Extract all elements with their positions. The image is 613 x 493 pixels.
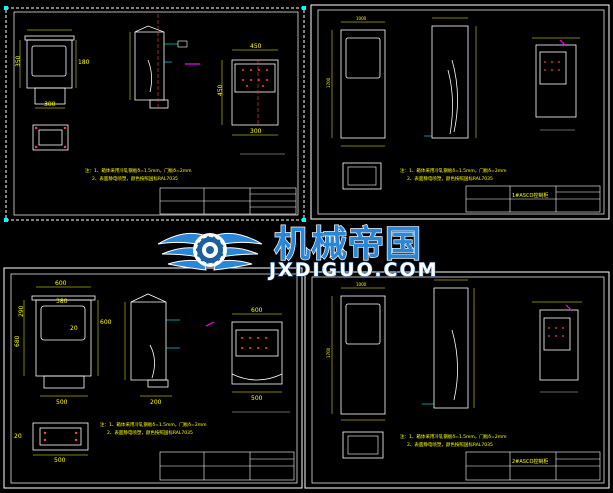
note-text: 注：1、箱体采用冷轧钢板δ=1.5mm，门板δ=2mm — [400, 167, 506, 174]
note-text: 2、表面静电喷塑，颜色按照国标RAL7035 — [407, 441, 493, 448]
front-view-box — [24, 35, 75, 105]
note-text: 2、表面静电喷塑，颜色按照国标RAL7035 — [92, 175, 178, 182]
dim-label: 1700 — [326, 347, 331, 358]
plan-view-box — [342, 162, 382, 190]
plan-view-box — [347, 435, 379, 455]
title-block — [159, 187, 297, 215]
dim-label: 500 — [56, 399, 68, 406]
dim-label: 180 — [78, 59, 90, 66]
panel-view-box — [231, 59, 279, 126]
watermark: 机械帝国 JXDIGUO.COM — [157, 223, 439, 282]
dim-label: 300 — [250, 128, 262, 135]
panel-view-box — [231, 321, 283, 385]
panel-view-box — [539, 309, 579, 381]
dim-label: 450 — [250, 43, 262, 50]
inner-border — [13, 11, 299, 216]
grip-handle[interactable] — [302, 6, 306, 10]
plan-view-box — [32, 422, 89, 451]
watermark-subtitle: JXDIGUO.COM — [267, 259, 439, 281]
dim-label: 1700 — [326, 77, 331, 88]
dim-label: 300 — [44, 101, 56, 108]
gear-wings-logo-icon — [157, 232, 263, 271]
component-marks — [544, 61, 560, 71]
title-block — [465, 185, 601, 213]
plan-view-box — [32, 124, 69, 151]
grip-handle[interactable] — [4, 6, 8, 10]
note-text: 注：1、箱体采用冷轧钢板δ=1.5mm，门板δ=2mm — [400, 433, 506, 440]
side-view-box — [134, 25, 169, 109]
note-text: 2、表面静电喷塑，颜色按照国标RAL7035 — [407, 175, 493, 182]
dim-label: 200 — [150, 399, 162, 406]
component-marks — [548, 327, 564, 337]
title-block-name: 1#ASCO控制柜 — [512, 192, 548, 199]
front-view-box — [31, 295, 96, 389]
dim-label: 350 — [15, 55, 22, 67]
sheet-bottom-left[interactable]: 600 380 290 20 680 600 500 500 20 200 — [3, 267, 303, 489]
sheet-frame — [310, 4, 610, 220]
dim-label: 1000 — [356, 282, 367, 287]
dim-label: 1000 — [356, 16, 367, 21]
title-block-name: 2#ASCO控制柜 — [512, 458, 548, 465]
inner-border — [317, 9, 605, 215]
dim-label: 600 — [55, 280, 67, 287]
dim-label: 380 — [56, 298, 68, 305]
sheet-top-left[interactable]: 350 180 300 — [4, 6, 306, 222]
component-marks — [242, 69, 268, 87]
inner-border — [311, 276, 605, 484]
dim-label: 500 — [54, 457, 66, 464]
dim-label: 600 — [251, 307, 263, 314]
note-text: 注：1、箱体采用冷轧钢板δ=1.5mm，门板δ=2mm — [85, 167, 191, 174]
title-block — [159, 451, 295, 481]
sheet-top-right[interactable]: 1000 1700 注：1、箱体采用冷轧钢板δ=1.5mm，门板δ=2mm 2、… — [310, 4, 610, 220]
plan-view-box — [347, 166, 377, 186]
front-view-box — [340, 295, 386, 415]
dim-label: 600 — [100, 319, 112, 326]
panel-view-box — [535, 44, 577, 118]
dim-label: 20 — [70, 325, 78, 332]
sheet-frame — [304, 271, 610, 489]
watermark-title: 机械帝国 — [274, 224, 422, 265]
title-block — [465, 451, 601, 481]
dim-label: 20 — [14, 433, 22, 440]
plan-view-box — [342, 431, 384, 459]
note-text: 2、表面静电喷塑，颜色按照国标RAL7035 — [107, 429, 193, 436]
side-view-box — [130, 293, 169, 388]
dim-label: 450 — [217, 84, 224, 96]
sheet-bottom-right[interactable]: 1000 1700 注：1、箱体采用冷轧钢板δ=1.5mm，门板δ=2mm 2、… — [304, 271, 610, 489]
front-view-box — [340, 29, 386, 139]
dim-label: 500 — [251, 395, 263, 402]
grip-handle[interactable] — [4, 218, 8, 222]
note-text: 注：1、箱体采用冷轧钢板δ=1.5mm，门板δ=2mm — [100, 421, 206, 428]
sheet-frame — [3, 267, 303, 489]
inner-border — [10, 273, 298, 484]
dim-label: 290 — [18, 305, 25, 317]
grip-handle[interactable] — [302, 218, 306, 222]
component-marks — [241, 337, 267, 349]
dim-label: 680 — [14, 335, 21, 347]
side-view-box — [433, 287, 469, 409]
side-view-box — [431, 25, 469, 139]
